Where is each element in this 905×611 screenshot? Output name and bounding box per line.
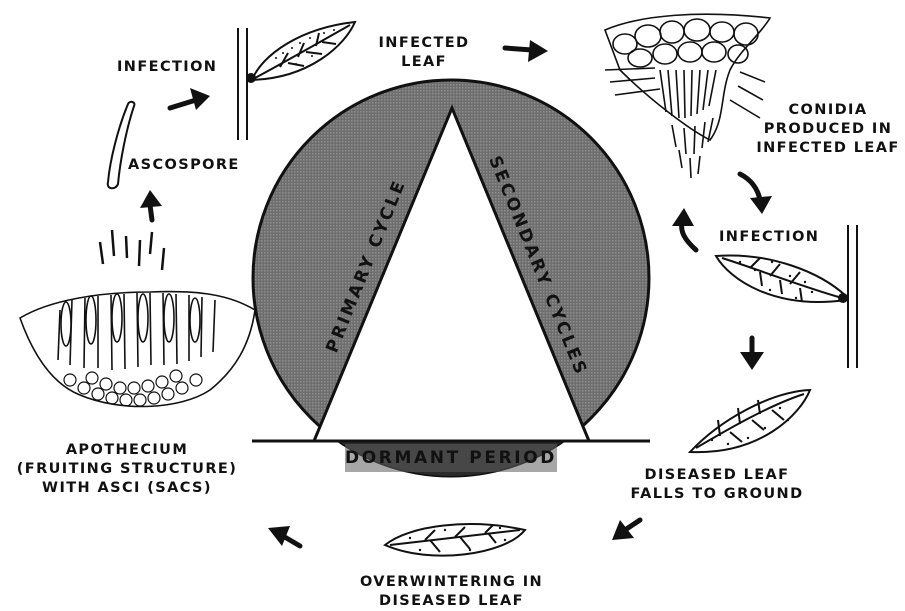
diseased-leaf-line-1: DISEASED LEAF xyxy=(622,466,812,485)
arrow-ascospore-to-infection xyxy=(170,88,210,110)
infected-leaf-line-2: LEAF xyxy=(374,53,474,72)
infected-leaf-label: INFECTED LEAF xyxy=(374,34,474,72)
diseased-leaf-label: DISEASED LEAF FALLS TO GROUND xyxy=(622,466,812,504)
apothecium-label: APOTHECIUM (FRUITING STRUCTURE) WITH ASC… xyxy=(2,441,252,498)
fallen-leaf-drawing xyxy=(690,390,810,452)
arrow-fall-to-overwinter xyxy=(612,520,640,540)
conidia-line-2: PRODUCED IN xyxy=(754,120,902,139)
infection-label-right: INFECTION xyxy=(719,228,819,247)
arrow-conidia-to-infection xyxy=(740,174,772,214)
ascospore-label: ASCOSPORE xyxy=(128,156,240,175)
ascospore-drawing xyxy=(108,102,135,188)
dormant-period-label: DORMANT PERIOD xyxy=(345,448,557,468)
conidia-label: CONIDIA PRODUCED IN INFECTED LEAF xyxy=(754,101,902,158)
arrow-infected-to-conidia xyxy=(505,40,548,62)
overwintering-label: OVERWINTERING IN DISEASED LEAF xyxy=(344,573,559,611)
apothecium-drawing xyxy=(20,230,255,406)
infection-label-top: INFECTION xyxy=(117,58,217,77)
apothecium-line-3: WITH ASCI (SACS) xyxy=(2,479,252,498)
apothecium-line-2: (FRUITING STRUCTURE) xyxy=(2,460,252,479)
arrow-overwinter-to-apothecium xyxy=(268,526,300,546)
conidia-line-3: INFECTED LEAF xyxy=(754,139,902,158)
diseased-leaf-line-2: FALLS TO GROUND xyxy=(622,485,812,504)
arrow-reinfection-loop xyxy=(672,208,696,250)
conidia-leaf-tissue-drawing xyxy=(605,14,770,178)
overwintering-line-1: OVERWINTERING IN xyxy=(344,573,559,592)
overwintering-leaf-drawing xyxy=(385,524,525,556)
overwintering-line-2: DISEASED LEAF xyxy=(344,592,559,611)
conidia-line-1: CONIDIA xyxy=(754,101,902,120)
arrow-infection-to-fall xyxy=(740,338,764,370)
cycle-wheel: PRIMARY CYCLE SECONDARY CYCLES DORMANT P… xyxy=(240,80,670,491)
infected-leaf-line-1: INFECTED xyxy=(374,34,474,53)
apothecium-line-1: APOTHECIUM xyxy=(2,441,252,460)
arrow-apothecium-to-ascospore xyxy=(140,190,162,220)
